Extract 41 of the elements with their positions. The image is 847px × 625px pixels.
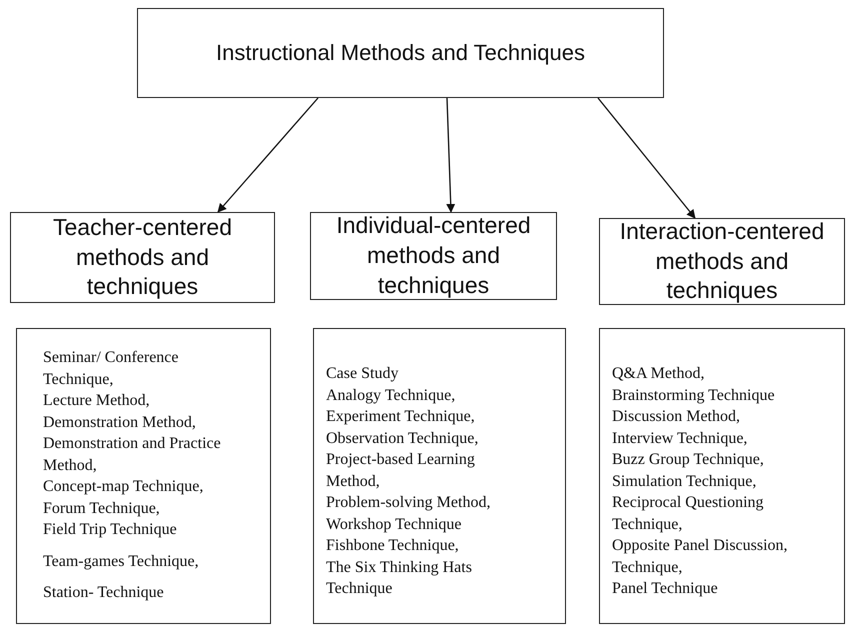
list-item-text: Analogy Technique, xyxy=(326,386,456,406)
list-item-text: Problem-solving Method, xyxy=(326,493,490,513)
category-box xyxy=(310,212,557,300)
heading-text: Individual-centered methods and techniques xyxy=(335,211,532,300)
list-item-text: Project-based Learning Method, xyxy=(326,450,476,492)
list-item-text: Observation Technique, xyxy=(326,428,478,448)
title-box xyxy=(137,8,664,98)
list-item-text: Lecture Method, xyxy=(43,391,150,411)
list-box xyxy=(16,328,271,624)
list-item-text: Buzz Group Technique, xyxy=(612,450,764,470)
list-item-text: Team-games Technique, xyxy=(43,552,199,572)
list-item-text: Case Study xyxy=(326,364,398,384)
list-box xyxy=(599,328,845,624)
category-box xyxy=(10,212,275,303)
list-item-text: Station- Technique xyxy=(43,583,164,603)
list-item-text: Opposite Panel Discussion, Technique, xyxy=(612,536,789,578)
list-item-text: Fishbone Technique, xyxy=(326,536,459,556)
heading-text: Teacher-centered methods and techniques xyxy=(52,212,233,302)
list-item-text: Demonstration Method, xyxy=(43,412,196,432)
arrow xyxy=(446,98,456,213)
list-item-text: Workshop Technique xyxy=(326,514,462,534)
list-box xyxy=(313,328,566,624)
list-item-text: Forum Technique, xyxy=(43,498,160,518)
list-item-text: Concept-map Technique, xyxy=(43,477,204,497)
arrow xyxy=(598,98,696,219)
list-item-text: Panel Technique xyxy=(612,579,718,599)
list-item-text: Field Trip Technique xyxy=(43,520,177,540)
list-item-text: Reciprocal Questioning Technique, xyxy=(612,493,765,534)
list-item-text: Interview Technique, xyxy=(612,428,748,448)
list-item-text: The Six Thinking Hats Technique xyxy=(326,558,473,599)
list-item-text: Seminar/ Conference Technique, xyxy=(43,348,180,390)
list-item-text: Q&A Method, xyxy=(612,364,704,384)
list-item-text: Discussion Method, xyxy=(612,407,740,427)
list-item-text: Experiment Technique, xyxy=(326,407,475,427)
category-box xyxy=(599,218,845,305)
list-item-text: Simulation Technique, xyxy=(612,472,756,492)
heading-text: Interaction-centered methods and techniques xyxy=(618,216,826,306)
heading-text: Instructional Methods and Techniques xyxy=(216,38,585,67)
arrow xyxy=(217,98,318,213)
list-item-text: Demonstration and Practice Method, xyxy=(43,434,222,476)
list-item-text: Brainstorming Technique xyxy=(612,386,775,406)
